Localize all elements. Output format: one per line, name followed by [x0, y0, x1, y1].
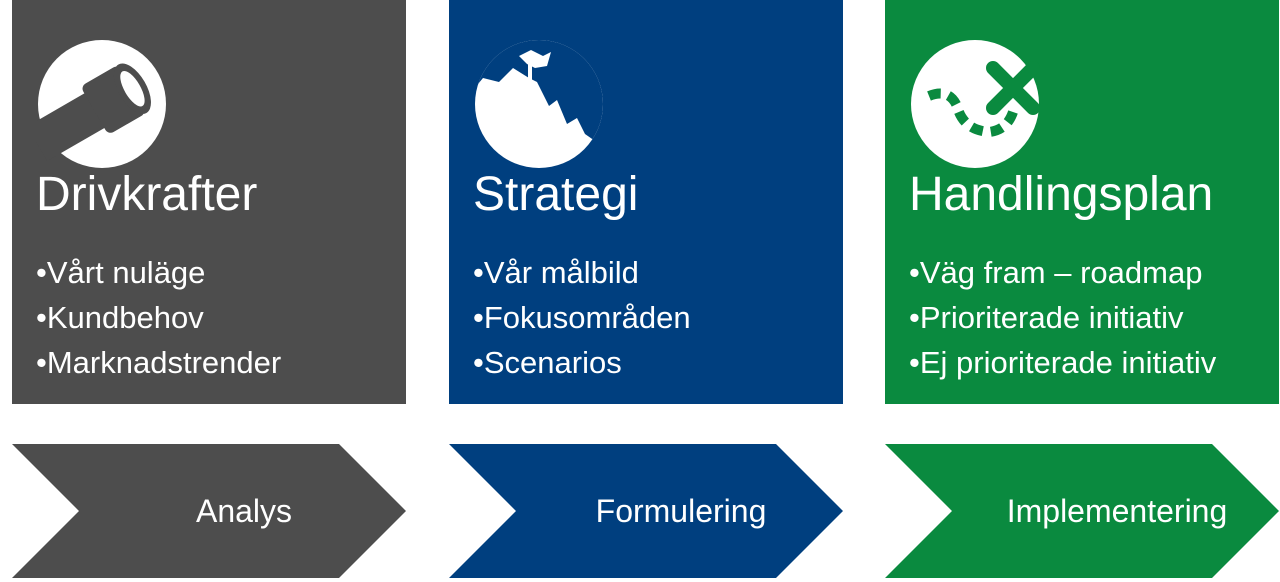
bullet-item: Ej prioriterade initiativ: [909, 340, 1216, 385]
chevron-formulering: Formulering: [449, 444, 843, 578]
card-strategi: Strategi Vår målbild Fokusområden Scenar…: [449, 0, 843, 404]
bullet-item: Vårt nuläge: [36, 250, 281, 295]
card-handlingsplan: Handlingsplan Väg fram – roadmap Priorit…: [885, 0, 1279, 404]
bullet-list: Vårt nuläge Kundbehov Marknadstrender: [36, 250, 281, 385]
card-title: Strategi: [473, 168, 639, 221]
bullet-item: Prioriterade initiativ: [909, 295, 1216, 340]
phase-label: Implementering: [1006, 492, 1228, 529]
mountain-flag-icon: [473, 38, 605, 170]
bullet-item: Marknadstrender: [36, 340, 281, 385]
chevron-analys: Analys: [12, 444, 406, 578]
bullet-item: Scenarios: [473, 340, 691, 385]
telescope-icon: [27, 38, 168, 170]
chevron-implementering: Implementering: [885, 444, 1279, 578]
card-title: Drivkrafter: [36, 168, 258, 221]
card-drivkrafter: Drivkrafter Vårt nuläge Kundbehov Markna…: [12, 0, 406, 404]
bullet-list: Väg fram – roadmap Prioriterade initiati…: [909, 250, 1216, 385]
treasure-map-icon: [909, 38, 1041, 170]
bullet-item: Vår målbild: [473, 250, 691, 295]
bullet-item: Kundbehov: [36, 295, 281, 340]
phase-label: Analys: [195, 492, 293, 529]
bullet-item: Väg fram – roadmap: [909, 250, 1216, 295]
phase-label: Formulering: [595, 492, 767, 529]
bullet-item: Fokusområden: [473, 295, 691, 340]
card-title: Handlingsplan: [909, 168, 1214, 221]
bullet-list: Vår målbild Fokusområden Scenarios: [473, 250, 691, 385]
